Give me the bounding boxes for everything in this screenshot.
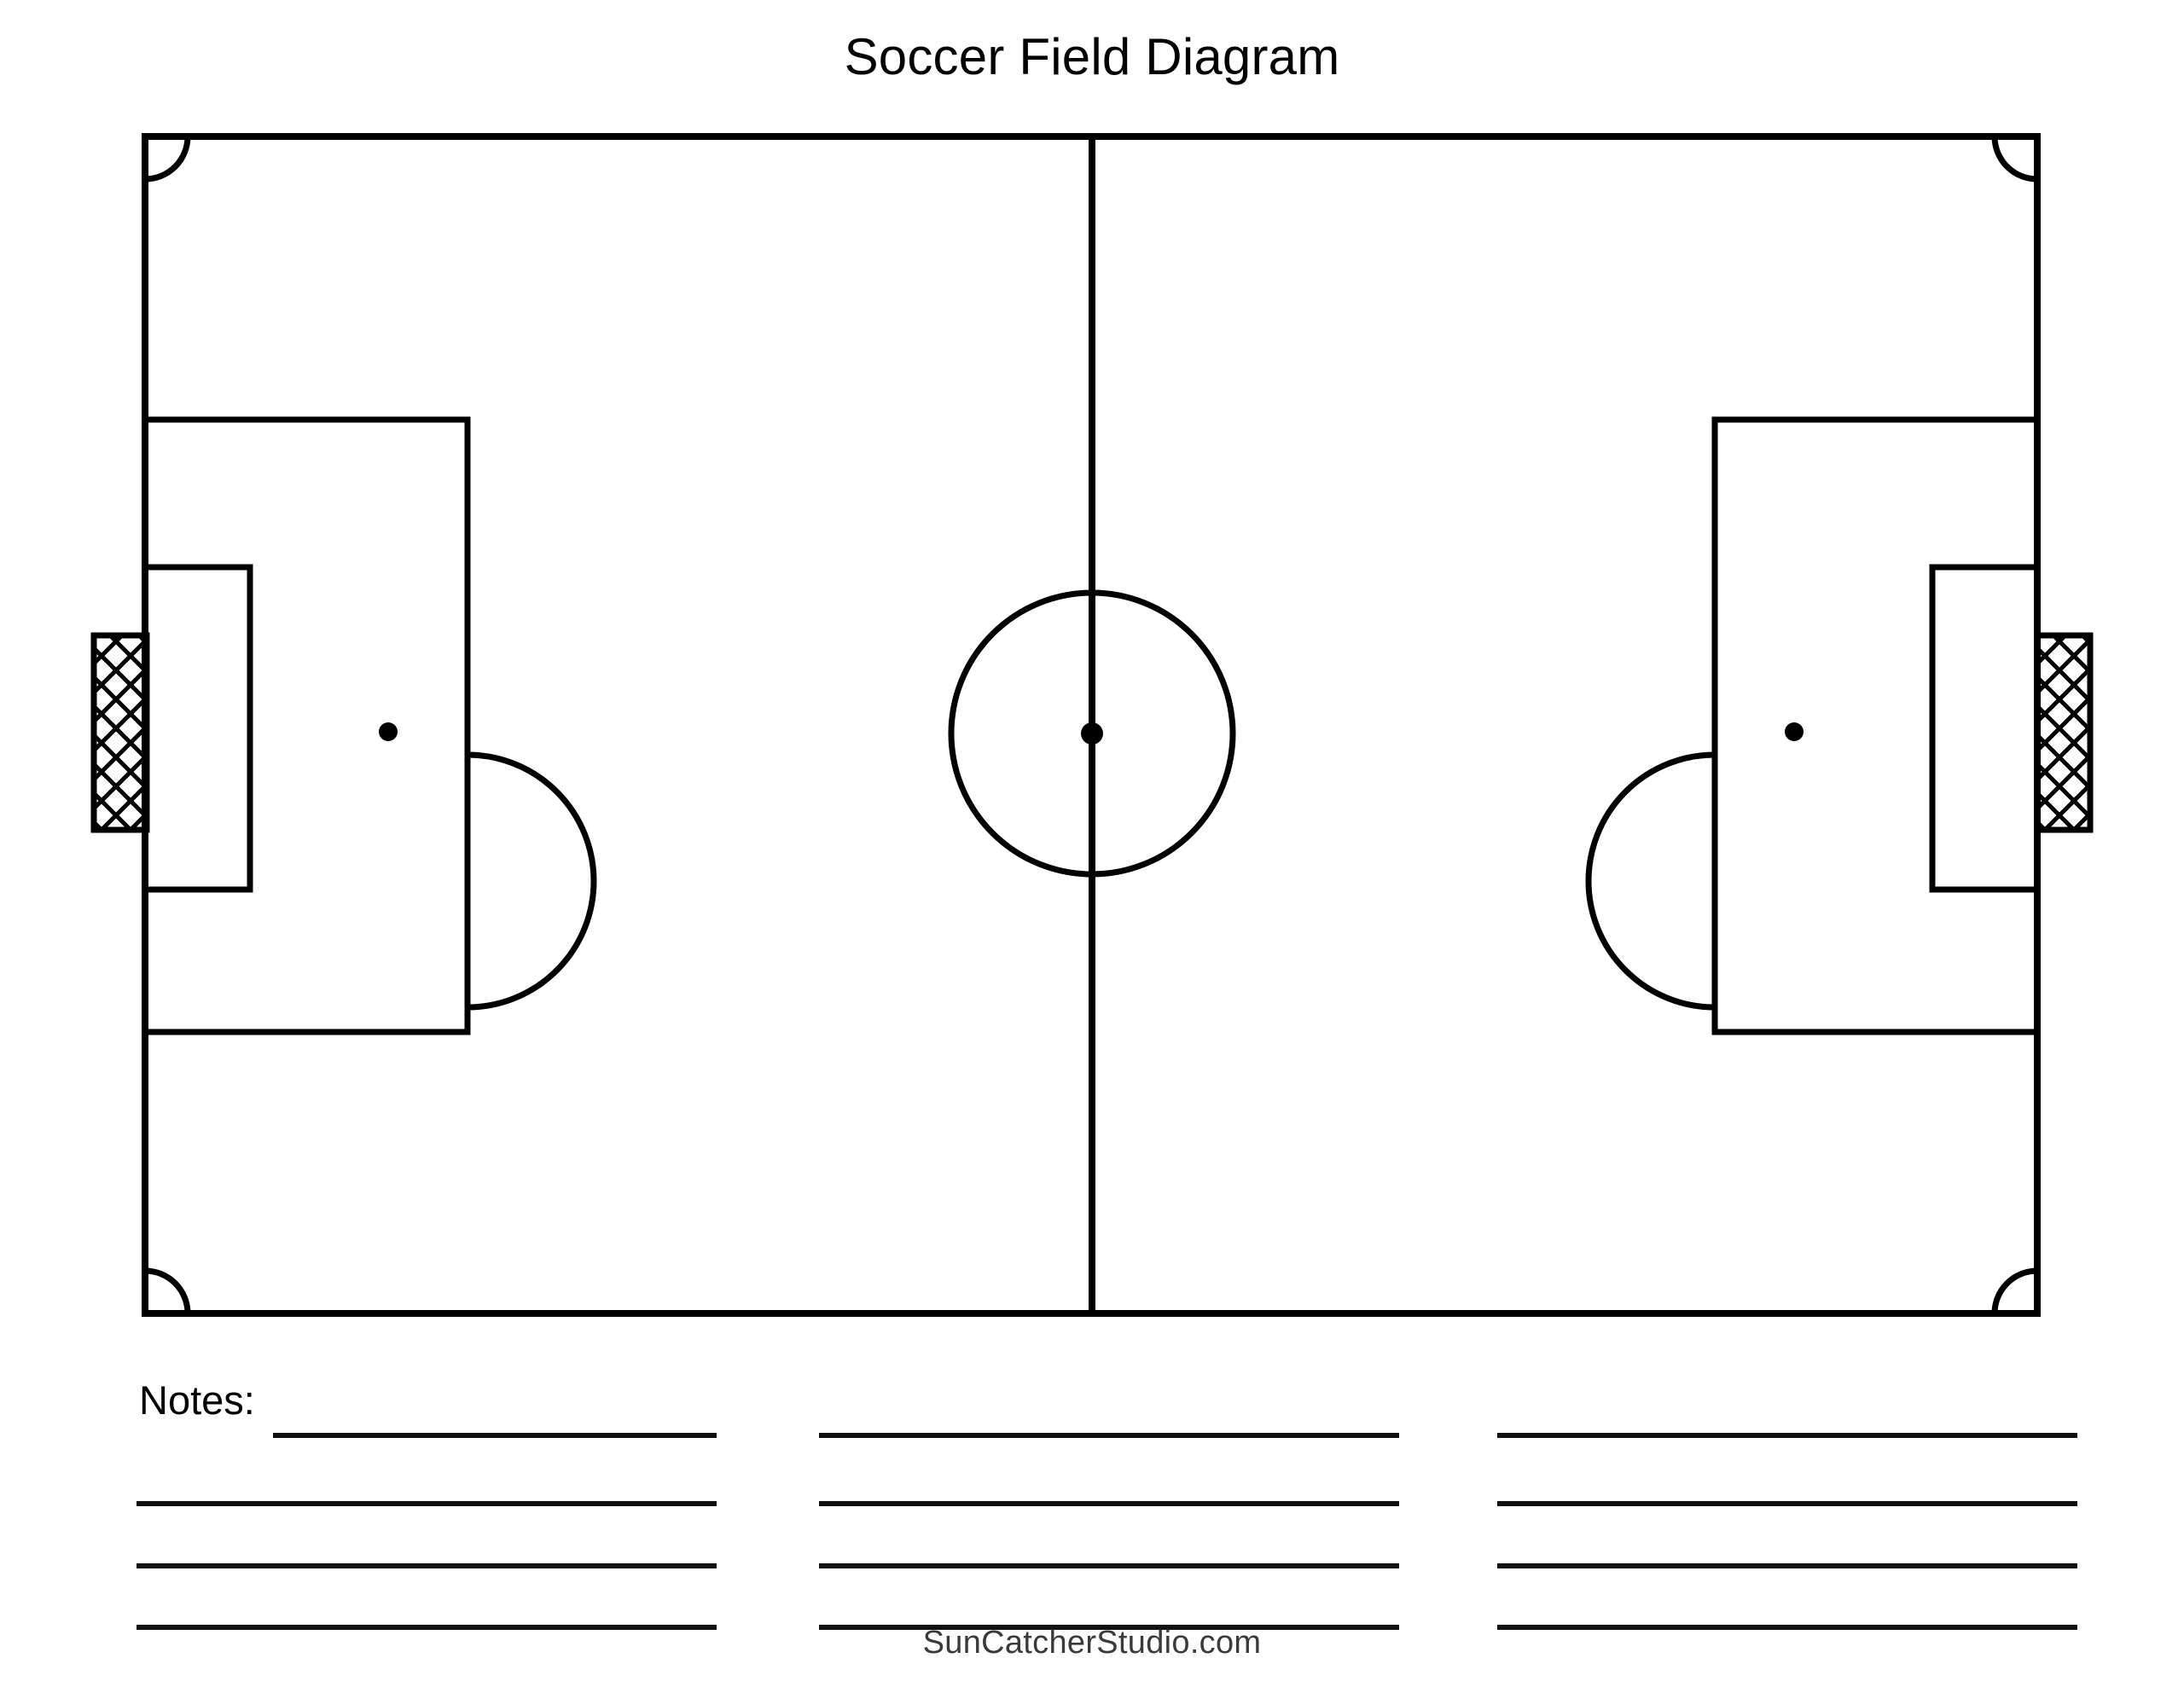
footer-credit: SunCatcherStudio.com <box>922 1625 1262 1661</box>
note-line[interactable] <box>136 1563 717 1568</box>
page-title: Soccer Field Diagram <box>844 28 1340 85</box>
center-circle <box>948 589 1236 878</box>
left-goal-area <box>142 564 253 893</box>
notes-label: Notes: <box>139 1377 255 1423</box>
note-line[interactable] <box>819 1563 1399 1568</box>
right-penalty-area <box>1711 416 2041 1035</box>
center-spot <box>1081 722 1103 745</box>
note-line[interactable] <box>1497 1563 2077 1568</box>
note-line[interactable] <box>273 1433 717 1438</box>
corner-arc-top-right <box>1991 136 2038 183</box>
left-penalty-arc <box>467 751 597 1011</box>
right-penalty-spot <box>1785 722 1804 741</box>
corner-arc-top-left <box>144 136 191 183</box>
note-line[interactable] <box>136 1625 717 1630</box>
note-line[interactable] <box>1497 1625 2077 1630</box>
field-svg <box>90 133 2094 1317</box>
note-line[interactable] <box>819 1433 1399 1438</box>
right-goal-area <box>1929 564 2041 893</box>
note-line[interactable] <box>1497 1433 2077 1438</box>
right-penalty-arc <box>1585 751 1716 1011</box>
corner-arc-bottom-left <box>144 1267 191 1314</box>
left-penalty-spot <box>379 722 398 741</box>
note-line[interactable] <box>819 1501 1399 1506</box>
note-line[interactable] <box>136 1501 717 1506</box>
right-goal-net <box>2034 632 2094 833</box>
note-line[interactable] <box>819 1625 1399 1630</box>
soccer-field-diagram <box>0 119 2184 1330</box>
corner-arc-bottom-right <box>1991 1267 2038 1314</box>
left-goal-net <box>90 632 150 833</box>
note-line[interactable] <box>1497 1501 2077 1506</box>
left-penalty-area <box>142 416 471 1035</box>
notes-section: Notes: <box>0 1365 2184 1630</box>
